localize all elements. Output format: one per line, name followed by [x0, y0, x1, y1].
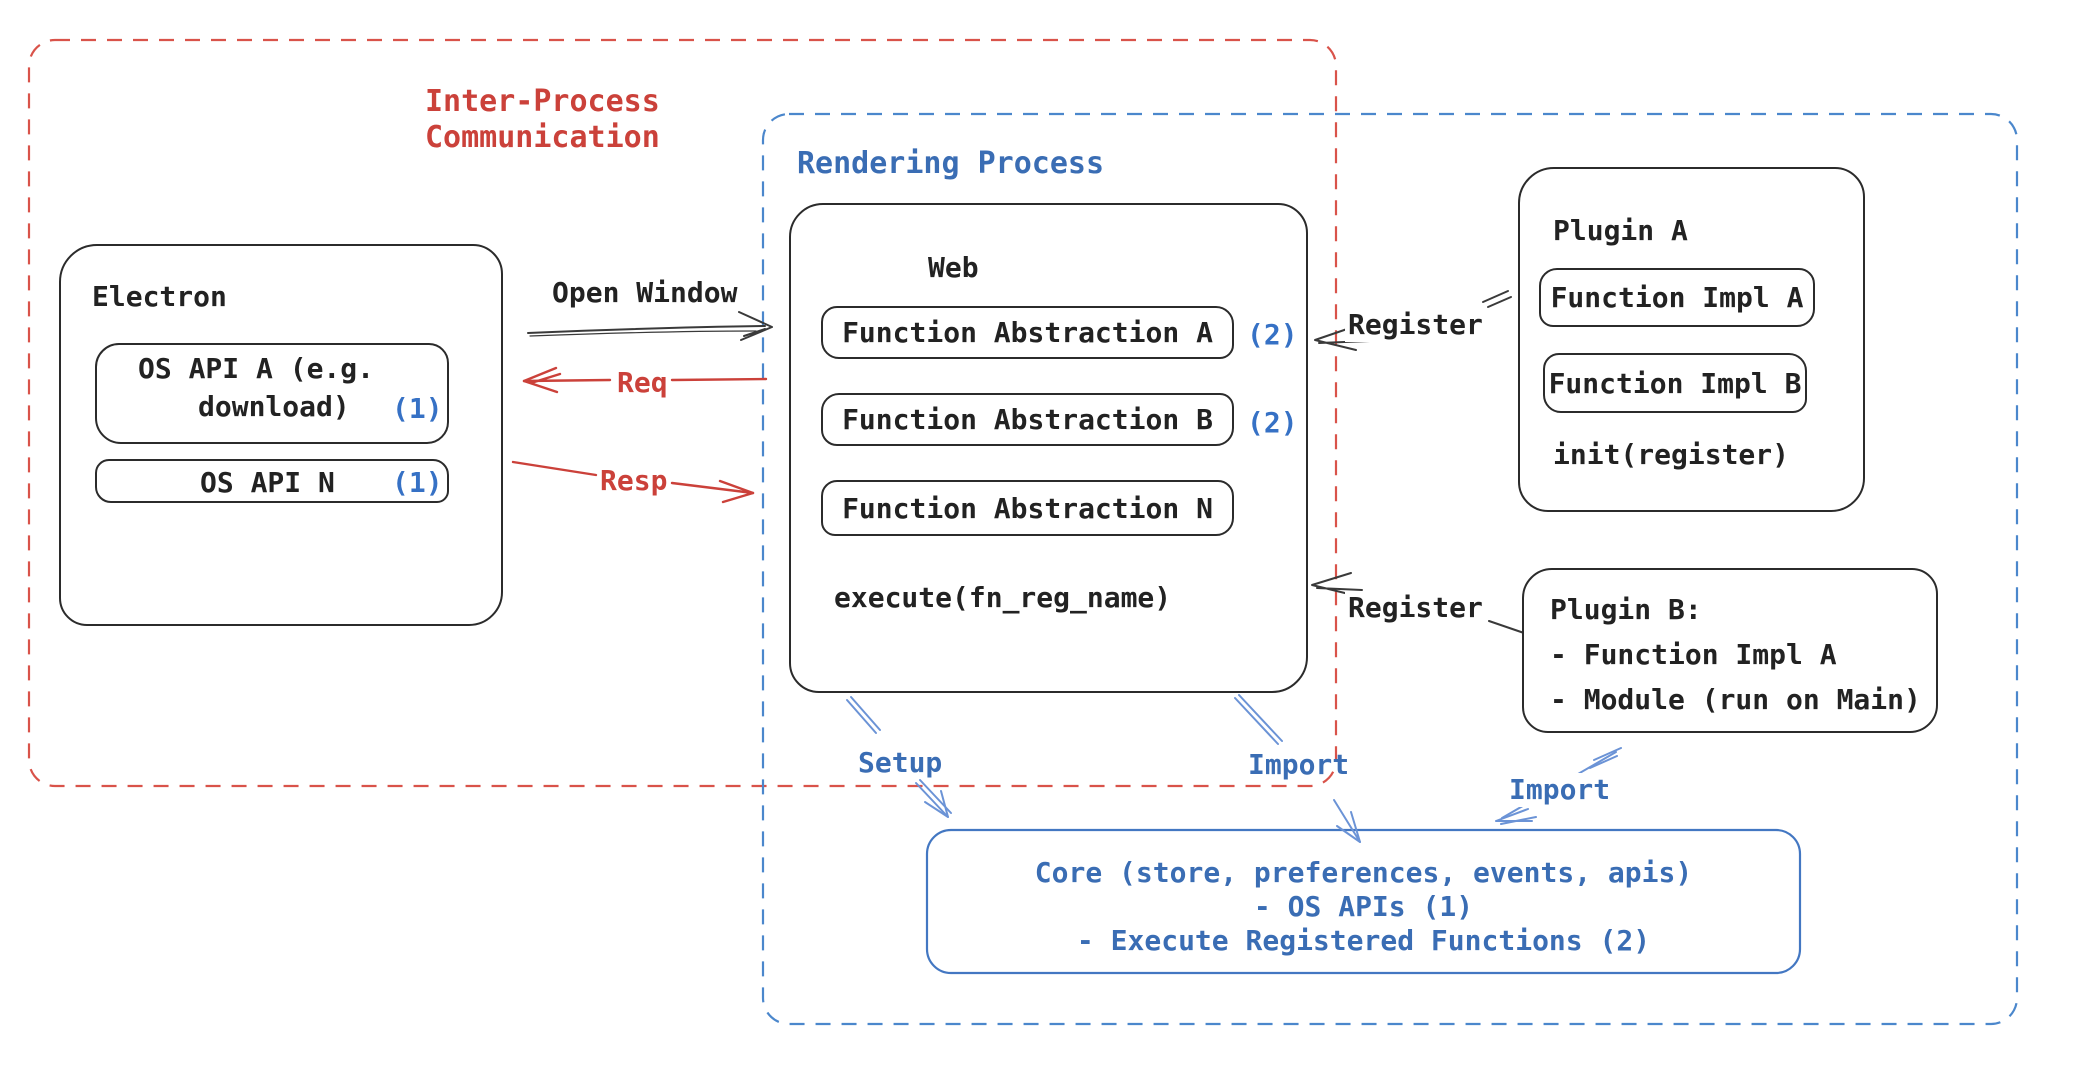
function-abstraction-a-ref: (2) [1247, 318, 1298, 351]
os-api-a-label-line2: download) [198, 390, 350, 423]
os-api-n-label: OS API N [200, 466, 335, 499]
setup-arrow [846, 696, 952, 818]
electron-title: Electron [92, 280, 227, 313]
execute-label: execute(fn_reg_name) [834, 581, 1172, 614]
core-box [925, 828, 1802, 975]
core-line-2: - OS APIs (1) [1253, 890, 1474, 923]
import-mid-arrow [1234, 694, 1361, 843]
plugin-b-box [1522, 568, 1938, 733]
os-api-a-ref: (1) [392, 392, 443, 425]
os-api-a-box [95, 343, 449, 444]
plugin-b-title: Plugin B: [1550, 593, 1702, 626]
web-box [789, 203, 1308, 693]
open-window-arrow [527, 311, 773, 341]
web-title: Web [928, 251, 979, 284]
os-api-a-label-line1: OS API A (e.g. [138, 352, 375, 385]
rendering-region-label: Rendering Process [797, 146, 1105, 181]
function-abstraction-a-label: Function Abstraction A [842, 316, 1213, 349]
function-impl-a-label: Function Impl A [1550, 281, 1804, 314]
function-abstraction-b-ref: (2) [1247, 406, 1298, 439]
setup-label: Setup [858, 746, 943, 779]
core-line-3: - Execute Registered Functions (2) [1076, 924, 1651, 957]
function-abstraction-n-box: Function Abstraction N [821, 480, 1234, 536]
resp-arrow [511, 460, 755, 504]
open-window-label: Open Window [552, 276, 738, 309]
function-abstraction-b-box: Function Abstraction B [821, 393, 1234, 446]
function-impl-b-box: Function Impl B [1543, 353, 1807, 413]
plugin-b-item-1: - Function Impl A [1550, 638, 1837, 671]
register-bottom-label: Register [1345, 591, 1486, 625]
import-mid-label: Import [1248, 748, 1350, 781]
init-register-label: init(register) [1553, 438, 1790, 471]
os-api-n-box [95, 459, 449, 503]
req-label: Req [617, 366, 668, 399]
rendering-region-border [761, 112, 2019, 1026]
core-line-1: Core (store, preferences, events, apis) [1034, 856, 1693, 889]
resp-label: Resp [600, 464, 668, 497]
req-arrow [522, 366, 768, 394]
ipc-region-border [27, 38, 1338, 788]
function-abstraction-n-label: Function Abstraction N [842, 491, 1213, 525]
import-right-label: Import [1506, 773, 1614, 807]
plugin-a-box [1518, 167, 1865, 512]
function-abstraction-b-label: Function Abstraction B [842, 403, 1213, 436]
ipc-region-label-line1: Inter-Process [425, 84, 660, 119]
os-api-n-ref: (1) [392, 466, 443, 499]
ipc-region-label-line2: Communication [425, 120, 660, 155]
plugin-a-title: Plugin A [1553, 214, 1688, 247]
function-impl-a-box: Function Impl A [1539, 268, 1815, 327]
function-abstraction-a-box: Function Abstraction A [821, 306, 1234, 359]
plugin-b-item-2: - Module (run on Main) [1550, 683, 1921, 716]
register-top-label: Register [1345, 308, 1486, 342]
function-impl-b-label: Function Impl B [1548, 366, 1802, 400]
